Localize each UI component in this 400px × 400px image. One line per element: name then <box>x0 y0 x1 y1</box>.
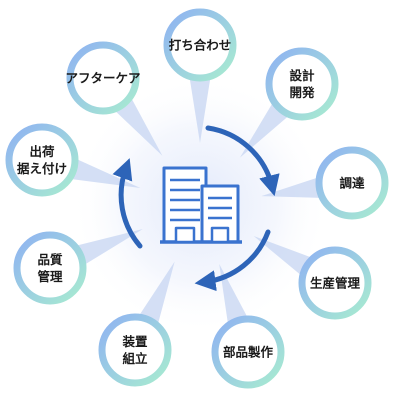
node-label-chotatsu-0: 調達 <box>339 176 365 191</box>
beam-hinshitsu <box>72 229 143 267</box>
node-label-buhin-0: 部品製作 <box>223 345 274 360</box>
office-building-icon <box>160 166 242 244</box>
node-label-hinshitsu-0: 品質 <box>37 252 63 267</box>
cycle-arrow-bottom <box>194 229 271 292</box>
process-node-chotatsu: 調達 <box>315 146 389 220</box>
beam-seisan <box>253 236 316 279</box>
node-label-sochi-1: 組立 <box>122 351 148 366</box>
node-ring-seisan <box>298 246 372 320</box>
node-label-shukka-1: 据え付け <box>17 161 67 176</box>
beam-uchiawase <box>189 74 211 143</box>
cycle-arrow-top <box>205 125 280 197</box>
beam-sochi <box>136 261 175 329</box>
beam-afterc <box>111 94 163 156</box>
beam-buhin <box>219 263 250 328</box>
node-label-shukka-0: 出荷 <box>29 144 55 159</box>
node-ring-buhin <box>211 315 285 389</box>
node-label-hinshitsu-1: 管理 <box>37 269 63 284</box>
node-ring-sekkei <box>265 47 339 121</box>
process-node-afterc: アフターケア <box>65 41 141 115</box>
process-node-uchiawase: 打ち合わせ <box>163 8 237 82</box>
node-label-uchiawase-0: 打ち合わせ <box>169 38 232 53</box>
node-ring-uchiawase <box>163 8 237 82</box>
node-label-seisan-0: 生産管理 <box>310 276 361 291</box>
node-ring-chotatsu <box>315 146 389 220</box>
node-label-sochi-0: 装置 <box>121 334 148 349</box>
node-ring-afterc <box>66 41 140 115</box>
process-node-seisan: 生産管理 <box>298 246 372 320</box>
node-label-sekkei-0: 設計 <box>289 68 315 83</box>
node-ring-sochi <box>98 313 172 387</box>
cycle-arrow-left <box>112 158 143 249</box>
node-ring-shukka <box>5 123 79 197</box>
beam-sekkei <box>239 99 292 158</box>
node-label-sekkei-1: 開発 <box>289 85 315 100</box>
node-label-afterc-0: アフターケア <box>65 71 140 86</box>
cycle-arrows-icon <box>112 125 280 292</box>
node-ring-hinshitsu <box>13 231 87 305</box>
process-node-buhin: 部品製作 <box>211 315 285 389</box>
